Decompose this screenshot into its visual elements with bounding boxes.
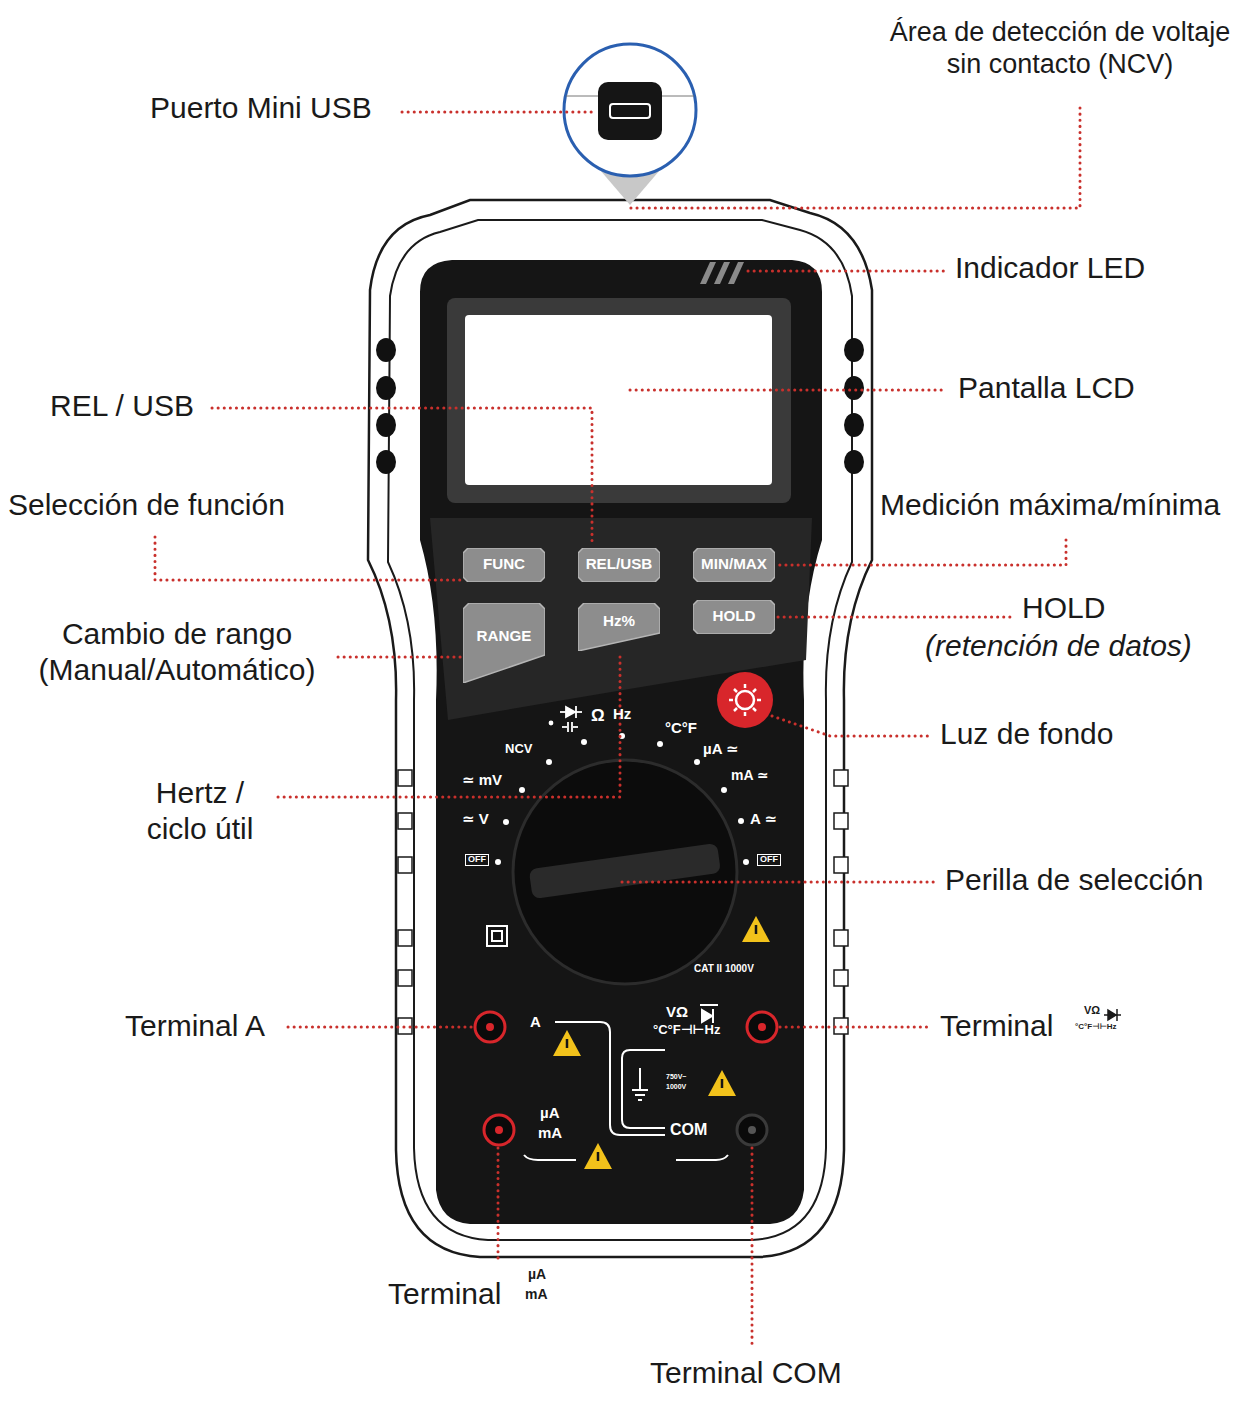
callout-label: HOLD <box>1022 590 1105 626</box>
terminal-diode-icon <box>1104 1009 1121 1021</box>
input-terminals <box>475 1012 777 1145</box>
lcd-bezel <box>447 298 791 503</box>
button-label: HOLD <box>693 607 775 624</box>
led-indicator <box>700 262 744 284</box>
backlight-button <box>717 672 773 728</box>
terminal-marking: mA <box>525 1286 548 1303</box>
callout-label: Puerto Mini USB <box>150 90 372 126</box>
dial-marking: OFF <box>757 854 781 866</box>
usb-socket <box>610 104 650 118</box>
terminal-marking: 1000V <box>666 1083 686 1091</box>
dial-function-icons <box>550 706 583 732</box>
mini-usb-port <box>598 82 662 140</box>
knob-grip <box>529 843 721 899</box>
hz-duty-button: Hz% <box>578 603 660 651</box>
warning-triangles <box>553 916 770 1169</box>
dial-marking: µA ≃ <box>703 740 739 758</box>
button-label: REL/USB <box>578 555 660 572</box>
button-label: MIN/MAX <box>693 555 775 572</box>
dial-marking: OFF <box>465 854 489 866</box>
terminal-marking: °C°F⊣⊢Hz <box>653 1022 720 1038</box>
terminal-marking: VΩ <box>666 1003 688 1021</box>
backlight-icon <box>729 684 761 716</box>
lcd-screen <box>465 315 772 485</box>
dial-dots <box>495 733 749 865</box>
double-insulation-symbol <box>487 926 507 946</box>
min-max-button: MIN/MAX <box>693 548 775 582</box>
terminal-marking: VΩ <box>1084 1004 1100 1017</box>
callout-label: Terminal <box>388 1276 501 1312</box>
dial-marking: ≃ mV <box>462 771 502 789</box>
dial-marking: °C°F <box>665 719 697 737</box>
button-label: RANGE <box>463 627 545 644</box>
callout-label: Indicador LED <box>955 250 1145 286</box>
callout-label: Hertz / ciclo útil <box>125 775 275 847</box>
callout-label: Medición máxima/mínima <box>880 487 1220 523</box>
dial-marking: A ≃ <box>750 810 777 828</box>
callout-label: Selección de función <box>8 487 285 523</box>
callout-label: Terminal COM <box>650 1355 842 1391</box>
callout-label: Perilla de selección <box>945 862 1203 898</box>
function-button: FUNC <box>463 548 545 582</box>
terminal-marking: mA <box>538 1124 562 1142</box>
dial-marking: Ω <box>591 706 605 726</box>
callout-label: Cambio de rango (Manual/Automático) <box>18 616 336 688</box>
callout-label: Luz de fondo <box>940 716 1113 752</box>
rel-usb-button: REL/USB <box>578 548 660 582</box>
button-label: Hz% <box>578 612 660 629</box>
callout-label: (retención de datos) <box>925 628 1192 664</box>
outer-housing <box>368 200 872 1257</box>
button-label: FUNC <box>463 555 545 572</box>
selector-knob <box>513 760 737 984</box>
terminal-marking: µA <box>528 1266 546 1283</box>
dial-marking: ≃ V <box>462 810 489 828</box>
hold-button: HOLD <box>693 600 775 634</box>
dial-marking: CAT II 1000V <box>694 963 754 975</box>
usb-magnifier <box>564 44 696 176</box>
callout-label: Área de detección de voltaje sin contact… <box>874 16 1246 81</box>
dial-marking: Hz <box>613 705 631 723</box>
dial-marking: NCV <box>505 741 532 757</box>
double-insulation-inner <box>492 931 502 941</box>
button-panel <box>430 518 812 720</box>
callout-label: REL / USB <box>50 388 194 424</box>
dial-marking: mA ≃ <box>731 767 769 784</box>
side-grips <box>376 338 864 474</box>
callout-label: Terminal <box>940 1008 1053 1044</box>
terminal-marking: COM <box>670 1120 707 1139</box>
range-button: RANGE <box>463 603 545 683</box>
terminal-markings <box>524 1005 728 1160</box>
panel-diode-icon <box>702 1009 713 1023</box>
terminal-marking: 750V~ <box>666 1073 686 1081</box>
callout-label: Terminal A <box>125 1008 265 1044</box>
terminal-marking: µA <box>540 1104 559 1122</box>
terminal-marking: °C°F⊣⊢Hz <box>1075 1022 1116 1032</box>
callout-label: Pantalla LCD <box>958 370 1135 406</box>
terminal-marking: A <box>530 1013 541 1031</box>
